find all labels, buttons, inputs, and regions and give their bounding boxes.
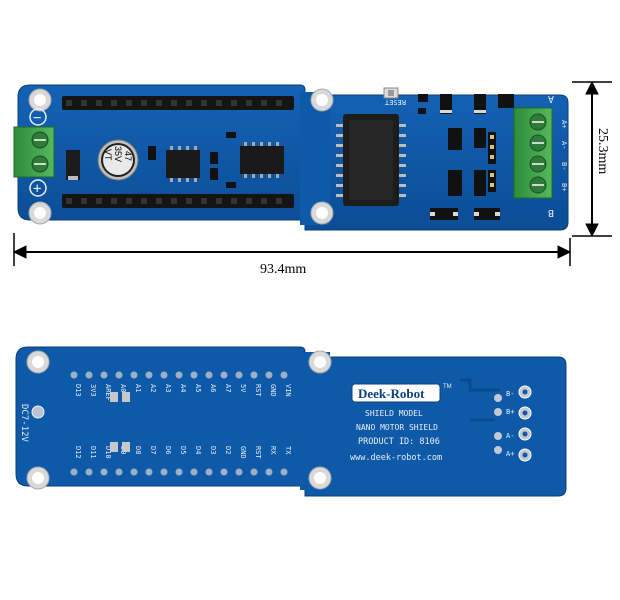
ic-chip xyxy=(166,146,200,182)
mounting-hole xyxy=(310,88,334,112)
power-terminal-block xyxy=(13,126,55,178)
terminal-label-a-plus: A+ xyxy=(560,120,568,128)
pin-label: D11 xyxy=(89,446,97,459)
pin-row-top xyxy=(70,371,288,379)
corner-a-label: A xyxy=(548,93,554,104)
height-dimension xyxy=(572,80,612,238)
header-top xyxy=(62,96,294,110)
diode xyxy=(66,150,80,180)
mounting-hole xyxy=(308,350,332,374)
pin-label: 3V3 xyxy=(89,384,97,397)
minus-label: − xyxy=(33,110,41,126)
back-board: D13 3V3 AREF A0 A1 A2 A3 A4 A5 A6 A7 5V … xyxy=(15,346,567,497)
cap-label-2: 35V xyxy=(113,146,123,162)
back-terminal-label: A+ xyxy=(506,450,514,458)
cap-label-3: VT xyxy=(103,149,113,161)
mounting-hole xyxy=(308,466,332,490)
back-terminal-pads xyxy=(494,385,532,462)
capacitor: 47 35V VT xyxy=(97,139,139,181)
product-line: PRODUCT ID: 8106 xyxy=(358,437,440,447)
height-dimension-label: 25.3mm xyxy=(595,128,610,175)
terminal-label-a-minus: A- xyxy=(560,141,568,149)
header-bottom xyxy=(62,194,294,208)
mounting-hole xyxy=(310,201,334,225)
motor-terminal-block xyxy=(513,107,553,199)
pin-label: A5 xyxy=(194,384,202,392)
pin-label: D5 xyxy=(179,446,187,454)
pin-label: A7 xyxy=(224,384,232,392)
pin-label: RST xyxy=(254,384,262,397)
back-terminal-label: B- xyxy=(506,390,514,398)
pin-label: D10 xyxy=(104,446,112,459)
name-line: NANO MOTOR SHIELD xyxy=(356,423,438,432)
back-terminal-label: B+ xyxy=(506,408,514,416)
mounting-hole xyxy=(26,350,50,374)
pin-label: D12 xyxy=(74,446,82,459)
pin-header xyxy=(488,132,496,192)
dc-label: DC7-12V xyxy=(19,404,29,443)
pin-label: VIN xyxy=(284,384,292,397)
pin-label: A3 xyxy=(164,384,172,392)
pin-label: RX xyxy=(269,446,277,455)
ic-chip xyxy=(240,142,284,178)
pin-label: D3 xyxy=(209,446,217,454)
pin-label: RST xyxy=(254,446,262,459)
pin-row-bottom xyxy=(70,468,288,476)
pin-label: GND xyxy=(269,384,277,397)
reset-button xyxy=(383,87,399,99)
trademark: TM xyxy=(443,384,452,390)
motor-driver-chip xyxy=(336,114,406,206)
model-line: SHIELD MODEL xyxy=(365,409,423,418)
pin-label: 5V xyxy=(239,384,247,393)
back-terminal-label: A- xyxy=(506,432,514,440)
pin-label: A2 xyxy=(149,384,157,392)
pin-label: D6 xyxy=(164,446,172,454)
pin-label: D8 xyxy=(134,446,142,454)
pin-label: A0 xyxy=(119,384,127,392)
pin-label: GND xyxy=(239,446,247,459)
corner-b-label: B xyxy=(548,207,554,218)
front-board: − + 47 35V VT xyxy=(13,84,569,231)
jumper-pads xyxy=(110,392,130,452)
width-dimension xyxy=(12,233,572,266)
pin-label: AREF xyxy=(104,384,112,401)
brand-text: Deek-Robot xyxy=(358,386,425,401)
terminal-label-b-minus: B- xyxy=(560,162,568,170)
pin-label: A4 xyxy=(179,384,187,392)
url-line: www.deek-robot.com xyxy=(350,453,442,463)
pin-label: D4 xyxy=(194,446,202,454)
width-dimension-label: 93.4mm xyxy=(260,262,307,277)
pin-label: D2 xyxy=(224,446,232,454)
brand-logo: Deek-Robot TM xyxy=(351,383,452,403)
cap-label-1: 47 xyxy=(123,151,133,161)
pin-label: D13 xyxy=(74,384,82,397)
reset-label: RESET xyxy=(384,98,406,106)
plus-label: + xyxy=(33,181,41,197)
mounting-hole xyxy=(28,201,52,225)
pin-label: TX xyxy=(284,446,292,455)
pin-label: A6 xyxy=(209,384,217,392)
pin-label: D7 xyxy=(149,446,157,454)
pin-label: A1 xyxy=(134,384,142,392)
mounting-hole xyxy=(28,88,52,112)
terminal-label-b-plus: B+ xyxy=(560,183,568,191)
mounting-hole xyxy=(26,466,50,490)
